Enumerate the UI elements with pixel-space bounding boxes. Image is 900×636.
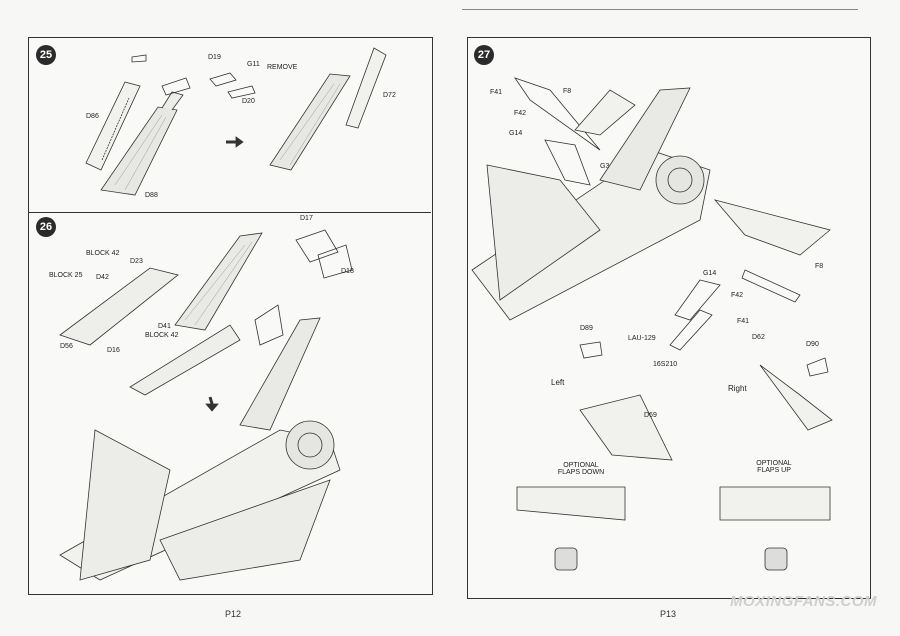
variant-label: BLOCK 25 [49, 272, 83, 279]
step-number-25: 25 [36, 45, 56, 65]
part-label: D16 [107, 347, 120, 354]
part-label: D89 [580, 325, 593, 332]
part-label: D62 [752, 334, 765, 341]
part-label: D41 [158, 323, 171, 330]
variant-label: BLOCK 42 [145, 332, 179, 339]
part-label: D69 [644, 412, 657, 419]
part-label: D23 [130, 258, 143, 265]
part-label: F42 [731, 292, 744, 299]
part-label: D88 [145, 192, 158, 199]
header-rule [462, 9, 858, 10]
step-divider [29, 212, 431, 213]
part-label: D19 [208, 54, 221, 61]
part-label: D42 [96, 274, 109, 281]
part-label: F41 [737, 318, 750, 325]
part-label: D90 [806, 341, 819, 348]
part-label: F41 [490, 89, 503, 96]
part-label: D72 [383, 92, 396, 99]
step-number-26: 26 [36, 217, 56, 237]
optional-flaps-down-label: OPTIONAL FLAPS DOWN [557, 462, 605, 476]
side-label-right: Right [728, 384, 747, 393]
part-label: D56 [60, 343, 73, 350]
page-number-left: P12 [225, 609, 242, 619]
part-label: D20 [242, 98, 255, 105]
part-label: D86 [86, 113, 99, 120]
part-label: G11 [247, 61, 260, 68]
part-label: G14 [703, 270, 717, 277]
page-number-right: P13 [660, 609, 677, 619]
side-label-left: Left [551, 378, 565, 387]
optional-flaps-up-label: OPTIONAL FLAPS UP [756, 460, 792, 474]
watermark: MOXINGFANS.COM [730, 593, 878, 610]
part-label: G14 [509, 130, 523, 137]
remove-note: REMOVE [267, 64, 298, 71]
part-label: G3 [600, 163, 610, 170]
part-label: F42 [514, 110, 527, 117]
variant-label: BLOCK 42 [86, 250, 120, 257]
step-number-27: 27 [474, 45, 494, 65]
part-label: D18 [341, 268, 354, 275]
part-label: 16S210 [653, 361, 678, 368]
part-label: F8 [563, 88, 572, 95]
part-label: D17 [300, 215, 313, 222]
part-label: LAU-129 [628, 335, 656, 342]
fin-part-d88 [100, 106, 178, 196]
part-label: F8 [815, 263, 824, 270]
